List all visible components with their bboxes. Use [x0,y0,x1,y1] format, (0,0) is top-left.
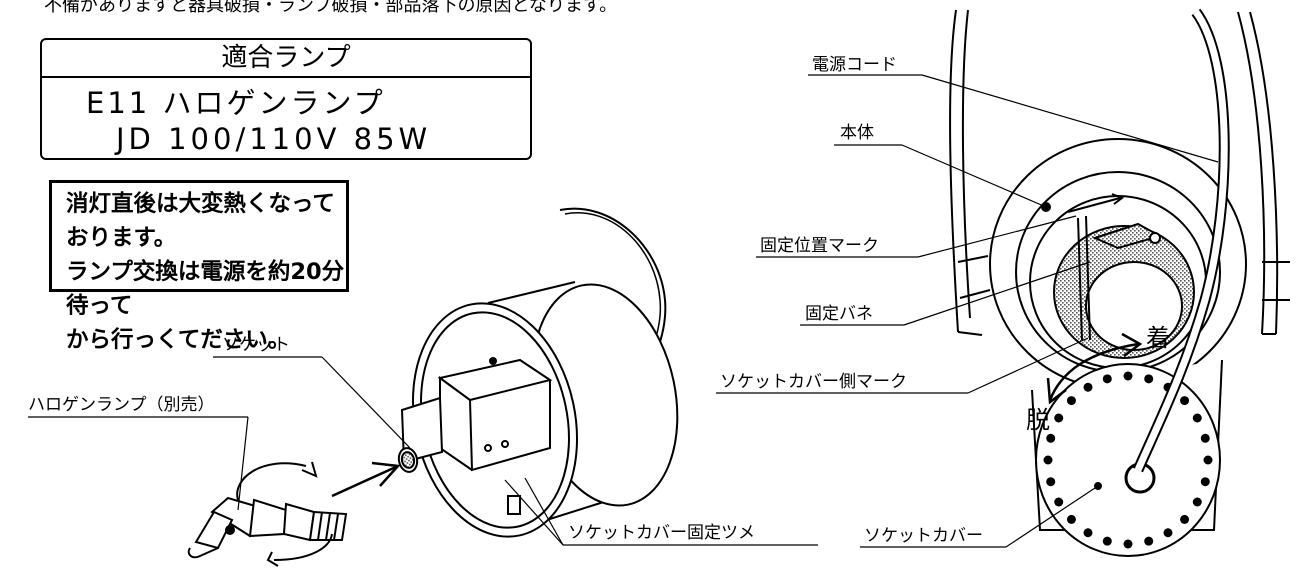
cover-rim-dot [1054,497,1064,507]
cover-rim-dot [1144,374,1154,384]
label-socket-cover-claw: ソケットカバー固定ツメ [568,523,755,543]
cover-rim-dot [1102,374,1112,384]
lamp-type-line: E11 ハロゲンランプ [86,86,386,120]
label-socket-cover-side-mark: ソケットカバー側マーク [720,372,907,392]
label-socket: ソケット [222,335,290,355]
compatible-lamp-box: 適合ランプ E11 ハロゲンランプ JD 100/110V 85W [40,38,532,160]
top-note: 不備がありますと器具破損・ランプ破損・部品落下の原因となります。 [44,0,618,16]
lamp-box-title: 適合ランプ [42,40,530,78]
cover-rim-dot [1083,382,1093,392]
power-cord [1132,8,1230,473]
socket-cover [1031,359,1223,557]
leader-lines-left [28,356,818,546]
cover-rim-dot [1046,433,1056,443]
cover-rim-dot [1144,536,1154,546]
cover-rim-dot [1066,514,1076,524]
cover-rim-dot [1180,514,1190,524]
halogen-lamp [187,496,348,559]
label-body: 本体 [840,123,874,143]
socket-cover-canister [397,207,679,538]
lamp-spec-line: JD 100/110V 85W [116,122,432,156]
cover-rim-dot [1163,528,1173,538]
label-detach: 脱 [1026,406,1050,434]
heat-warning-box: 消灯直後は大変熱くなっております。 ランプ交換は電源を約20分待って から行っく… [49,180,349,353]
cover-rim-dot [1200,433,1210,443]
rotate-arrow-icon [236,461,333,567]
attach-detach-arrow-icon [1046,332,1143,405]
warning-line-2: ランプ交換は電源を約20分待って [66,259,345,319]
cover-rim-dot [1083,528,1093,538]
cover-rim-dot [1102,536,1112,546]
cover-rim-dot [1203,455,1213,465]
label-power-cord: 電源コード [812,55,897,75]
cover-rim-dot [1123,539,1133,549]
cover-rim-dot [1066,396,1076,406]
cover-rim-dot [1054,413,1064,423]
label-fixed-position-mark: 固定位置マーク [760,236,879,256]
label-fixed-spring: 固定バネ [805,304,873,324]
cover-rim-dot [1200,477,1210,487]
cover-rim-dot [1123,371,1133,381]
cover-rim-dot [1046,477,1056,487]
label-halogen-lamp: ハロゲンランプ（別売） [28,395,215,415]
leader-lines-right [716,74,1219,548]
cover-rim-dot [1043,455,1053,465]
fixture-body [949,9,1290,390]
label-socket-cover: ソケットカバー [864,526,983,546]
cover-rim-dot [1192,497,1202,507]
label-attach: 着 [1146,324,1170,352]
cover-rim-dot [1192,413,1202,423]
insert-arrow-icon [331,461,401,498]
cover-rim-dot [1180,396,1190,406]
warning-line-3: から行っくてださい。 [66,327,291,353]
warning-line-1: 消灯直後は大変熱くなっております。 [66,191,335,251]
